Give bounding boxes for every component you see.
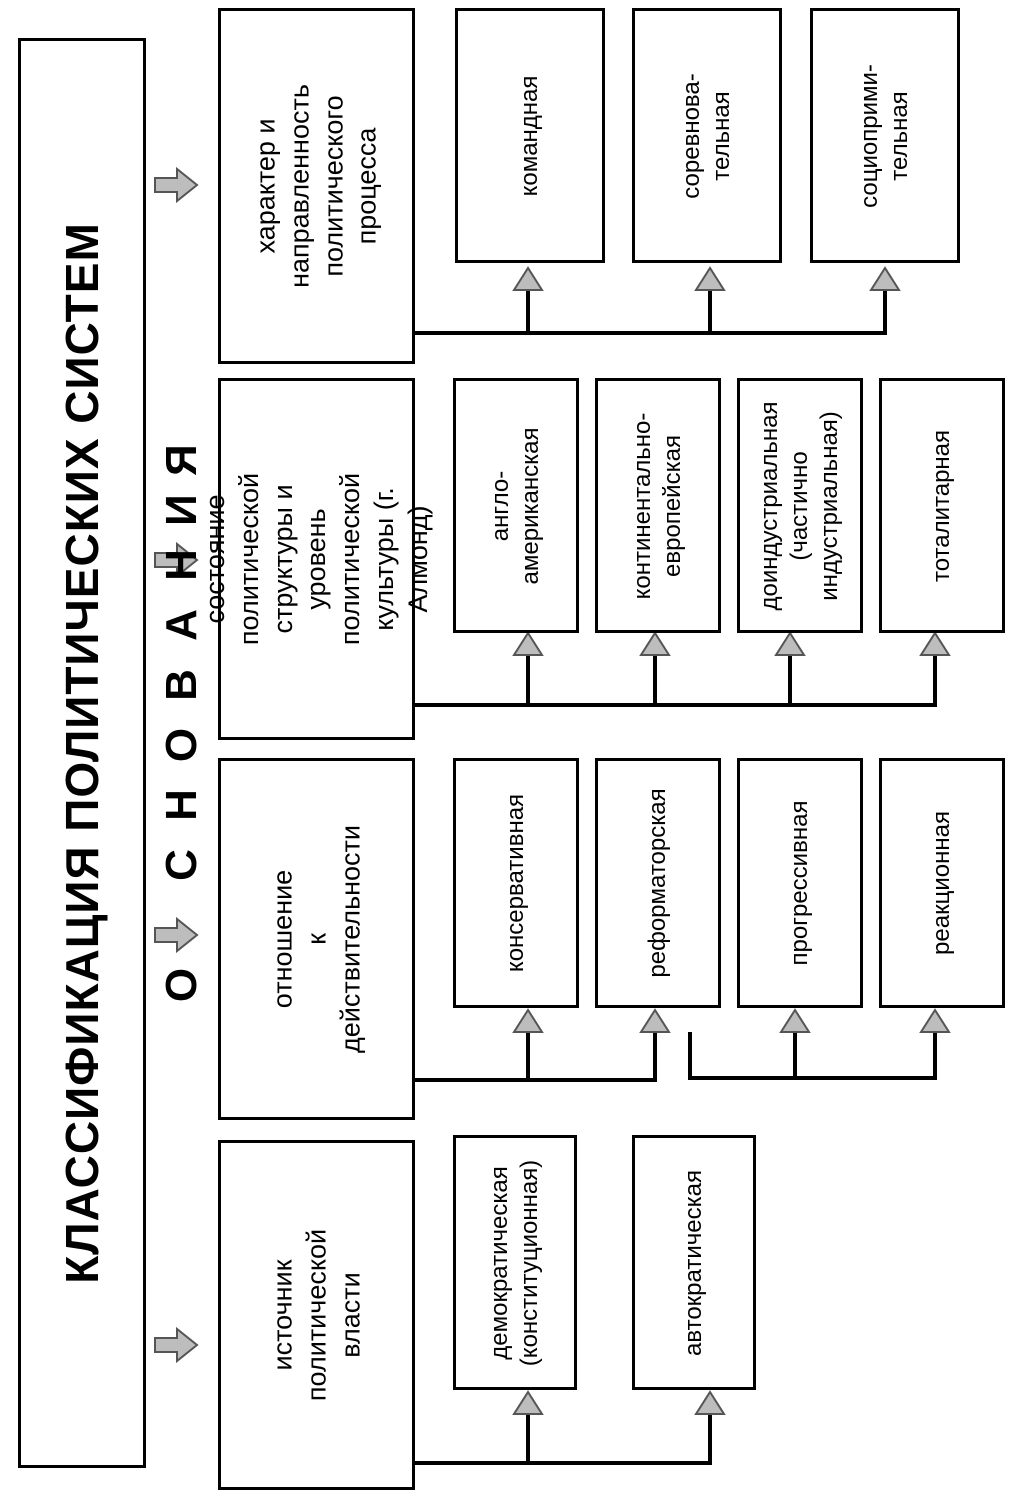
- arrow-up-icon: [774, 631, 806, 656]
- title-box: КЛАССИФИКАЦИЯ ПОЛИТИЧЕСКИХ СИСТЕМ: [18, 38, 146, 1468]
- connector-line: [415, 1414, 712, 1465]
- type-box-continental-european: континентально- европейская: [595, 378, 721, 633]
- connector-line: [688, 1032, 937, 1080]
- type-box-autocratic: автократическая: [632, 1135, 756, 1390]
- type-label: соревнова- тельная: [678, 72, 735, 199]
- osnovaniya-letter: О: [157, 967, 206, 1003]
- type-label: социоприми- тельная: [856, 63, 913, 208]
- base-label: отношение к действительности: [266, 824, 365, 1054]
- arrow-up-icon: [639, 1008, 671, 1033]
- osnovaniya-letter: Я: [157, 444, 206, 476]
- base-label: состояние политической структуры и урове…: [199, 472, 432, 646]
- type-box-democratic: демократическая (конституционная): [453, 1135, 577, 1390]
- type-label: доиндустриальная (частично индустриальна…: [756, 401, 843, 610]
- osnovaniya-letter: О: [157, 727, 206, 763]
- osnovaniya-letter: А: [157, 609, 206, 641]
- base-label: источник политической власти: [266, 1228, 365, 1402]
- arrow-right-icon: [154, 916, 199, 954]
- type-box-totalitarian: тоталитарная: [879, 378, 1005, 633]
- type-box-anglo-american: англо- американская: [453, 378, 579, 633]
- base-box-political-process: характер и направленность политического …: [218, 8, 415, 364]
- page-title: КЛАССИФИКАЦИЯ ПОЛИТИЧЕСКИХ СИСТЕМ: [56, 222, 108, 1284]
- arrow-up-icon: [694, 266, 726, 291]
- arrow-up-icon: [512, 1008, 544, 1033]
- arrow-up-icon: [919, 631, 951, 656]
- arrow-up-icon: [512, 1390, 544, 1415]
- base-label: характер и направленность политического …: [250, 84, 382, 288]
- arrow-right-icon: [154, 541, 199, 579]
- type-box-reformist: реформаторская: [595, 758, 721, 1008]
- arrow-up-icon: [512, 631, 544, 656]
- osnovaniya-letter: Н: [157, 549, 206, 581]
- type-label: тоталитарная: [928, 429, 955, 582]
- connector-line: [415, 655, 937, 707]
- type-label: реформаторская: [644, 788, 671, 978]
- osnovaniya-letter: С: [157, 849, 206, 881]
- osnovaniya-letter: И: [157, 494, 206, 526]
- arrow-up-icon: [694, 1390, 726, 1415]
- arrow-right-icon: [154, 166, 199, 204]
- arrow-up-icon: [639, 631, 671, 656]
- type-box-socio-reconciling: социоприми- тельная: [810, 8, 960, 263]
- type-label: автократическая: [680, 1169, 707, 1356]
- base-box-political-structure: состояние политической структуры и урове…: [199, 378, 432, 740]
- type-label: командная: [516, 75, 543, 196]
- arrow-up-icon: [779, 1008, 811, 1033]
- type-box-preindustrial: доиндустриальная (частично индустриальна…: [737, 378, 863, 633]
- connector-line: [415, 1032, 657, 1082]
- base-box-source-of-power: источник политической власти: [218, 1140, 415, 1490]
- type-label: прогрессивная: [786, 800, 813, 966]
- type-label: демократическая (конституционная): [486, 1159, 543, 1366]
- type-label: консервативная: [502, 793, 529, 973]
- type-box-reactionary: реакционная: [879, 758, 1005, 1008]
- osnovaniya-letter: В: [157, 669, 206, 701]
- type-label: англо- американская: [487, 427, 544, 584]
- arrow-up-icon: [919, 1008, 951, 1033]
- arrow-up-icon: [512, 266, 544, 291]
- type-box-progressive: прогрессивная: [737, 758, 863, 1008]
- type-label: континентально- европейская: [629, 412, 686, 599]
- type-box-command: командная: [455, 8, 605, 263]
- type-box-conservative: консервативная: [453, 758, 579, 1008]
- connector-line: [415, 290, 887, 335]
- arrow-up-icon: [869, 266, 901, 291]
- arrow-right-icon: [154, 1326, 199, 1364]
- type-label: реакционная: [928, 811, 955, 955]
- base-box-attitude-to-reality: отношение к действительности: [218, 758, 415, 1120]
- osnovaniya-letter: Н: [157, 789, 206, 821]
- type-box-competitive: соревнова- тельная: [632, 8, 782, 263]
